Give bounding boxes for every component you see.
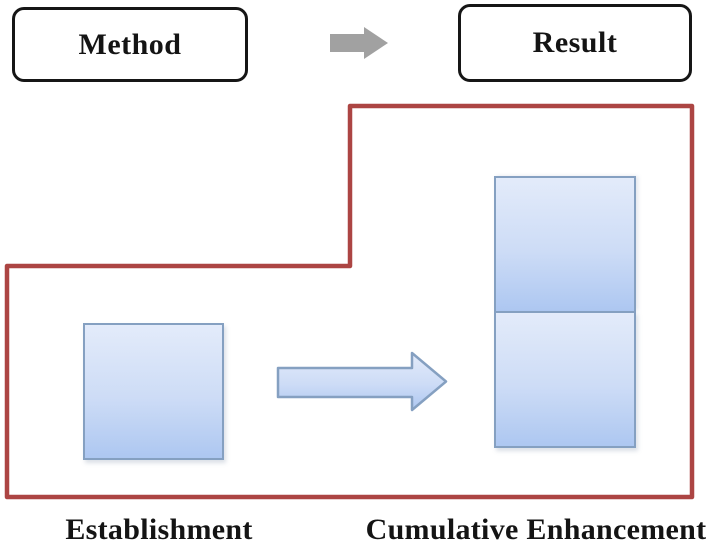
cumulative-enhancement-caption: Cumulative Enhancement xyxy=(365,513,707,546)
establishment-block xyxy=(83,323,224,460)
establishment-to-enhancement-arrow-icon xyxy=(276,351,448,412)
red-step-outline xyxy=(4,103,695,500)
result-box-label: Result xyxy=(532,26,618,59)
method-to-result-arrow-icon xyxy=(330,27,388,59)
method-box-label: Method xyxy=(78,27,182,61)
establishment-caption: Establishment xyxy=(65,513,253,546)
enhancement-block-bottom xyxy=(494,311,636,448)
result-box: Result xyxy=(458,4,692,82)
enhancement-block-top xyxy=(494,176,636,311)
method-box: Method xyxy=(12,7,248,82)
